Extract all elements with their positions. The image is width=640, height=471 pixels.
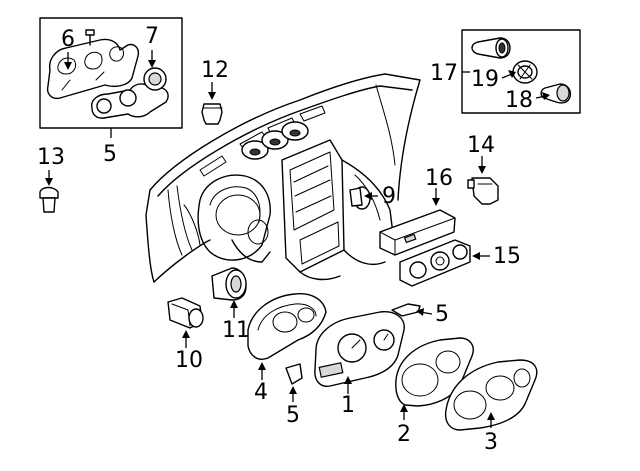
callout-19: 19	[471, 67, 499, 92]
part-11	[211, 267, 247, 301]
inset-box-lighter	[461, 29, 581, 114]
callout-labels: 6 7 5 12 13 9 14 16 15 17 19 18 11 10 4 …	[37, 24, 533, 455]
dashboard-outline	[145, 73, 421, 283]
part-16-module	[379, 209, 456, 256]
callout-10: 10	[175, 348, 203, 373]
callout-8: 7	[145, 24, 159, 49]
callout-12: 12	[201, 58, 229, 83]
callout-4: 4	[254, 380, 268, 405]
part-5-clip-bottom	[285, 363, 303, 385]
part-12	[201, 103, 223, 125]
callout-9: 9	[382, 184, 396, 209]
callout-14: 14	[467, 133, 495, 158]
part-4-finisher	[247, 293, 327, 360]
part-1-cluster	[314, 311, 405, 387]
callout-16: 16	[425, 166, 453, 191]
part-10	[167, 297, 204, 329]
callout-13: 13	[37, 145, 65, 170]
callout-5-top: 5	[435, 302, 449, 327]
part-15-controller	[399, 239, 471, 287]
inset-box-switches	[39, 17, 183, 129]
part-9	[349, 186, 371, 210]
callout-6: 5	[103, 142, 117, 167]
part-14	[467, 177, 499, 205]
part-13	[39, 186, 59, 213]
callout-11: 11	[222, 318, 250, 343]
part-3-mask	[444, 359, 538, 431]
callout-17: 17	[430, 61, 458, 86]
callout-5-bottom: 5	[286, 403, 300, 428]
callout-1: 1	[341, 393, 355, 418]
callout-15: 15	[493, 244, 521, 269]
callout-18: 18	[505, 88, 533, 113]
callout-3: 3	[484, 430, 498, 455]
callout-2: 2	[397, 422, 411, 447]
part-5-clip-top	[391, 303, 421, 317]
leader-lines	[45, 50, 550, 428]
callout-7: 6	[61, 27, 75, 52]
